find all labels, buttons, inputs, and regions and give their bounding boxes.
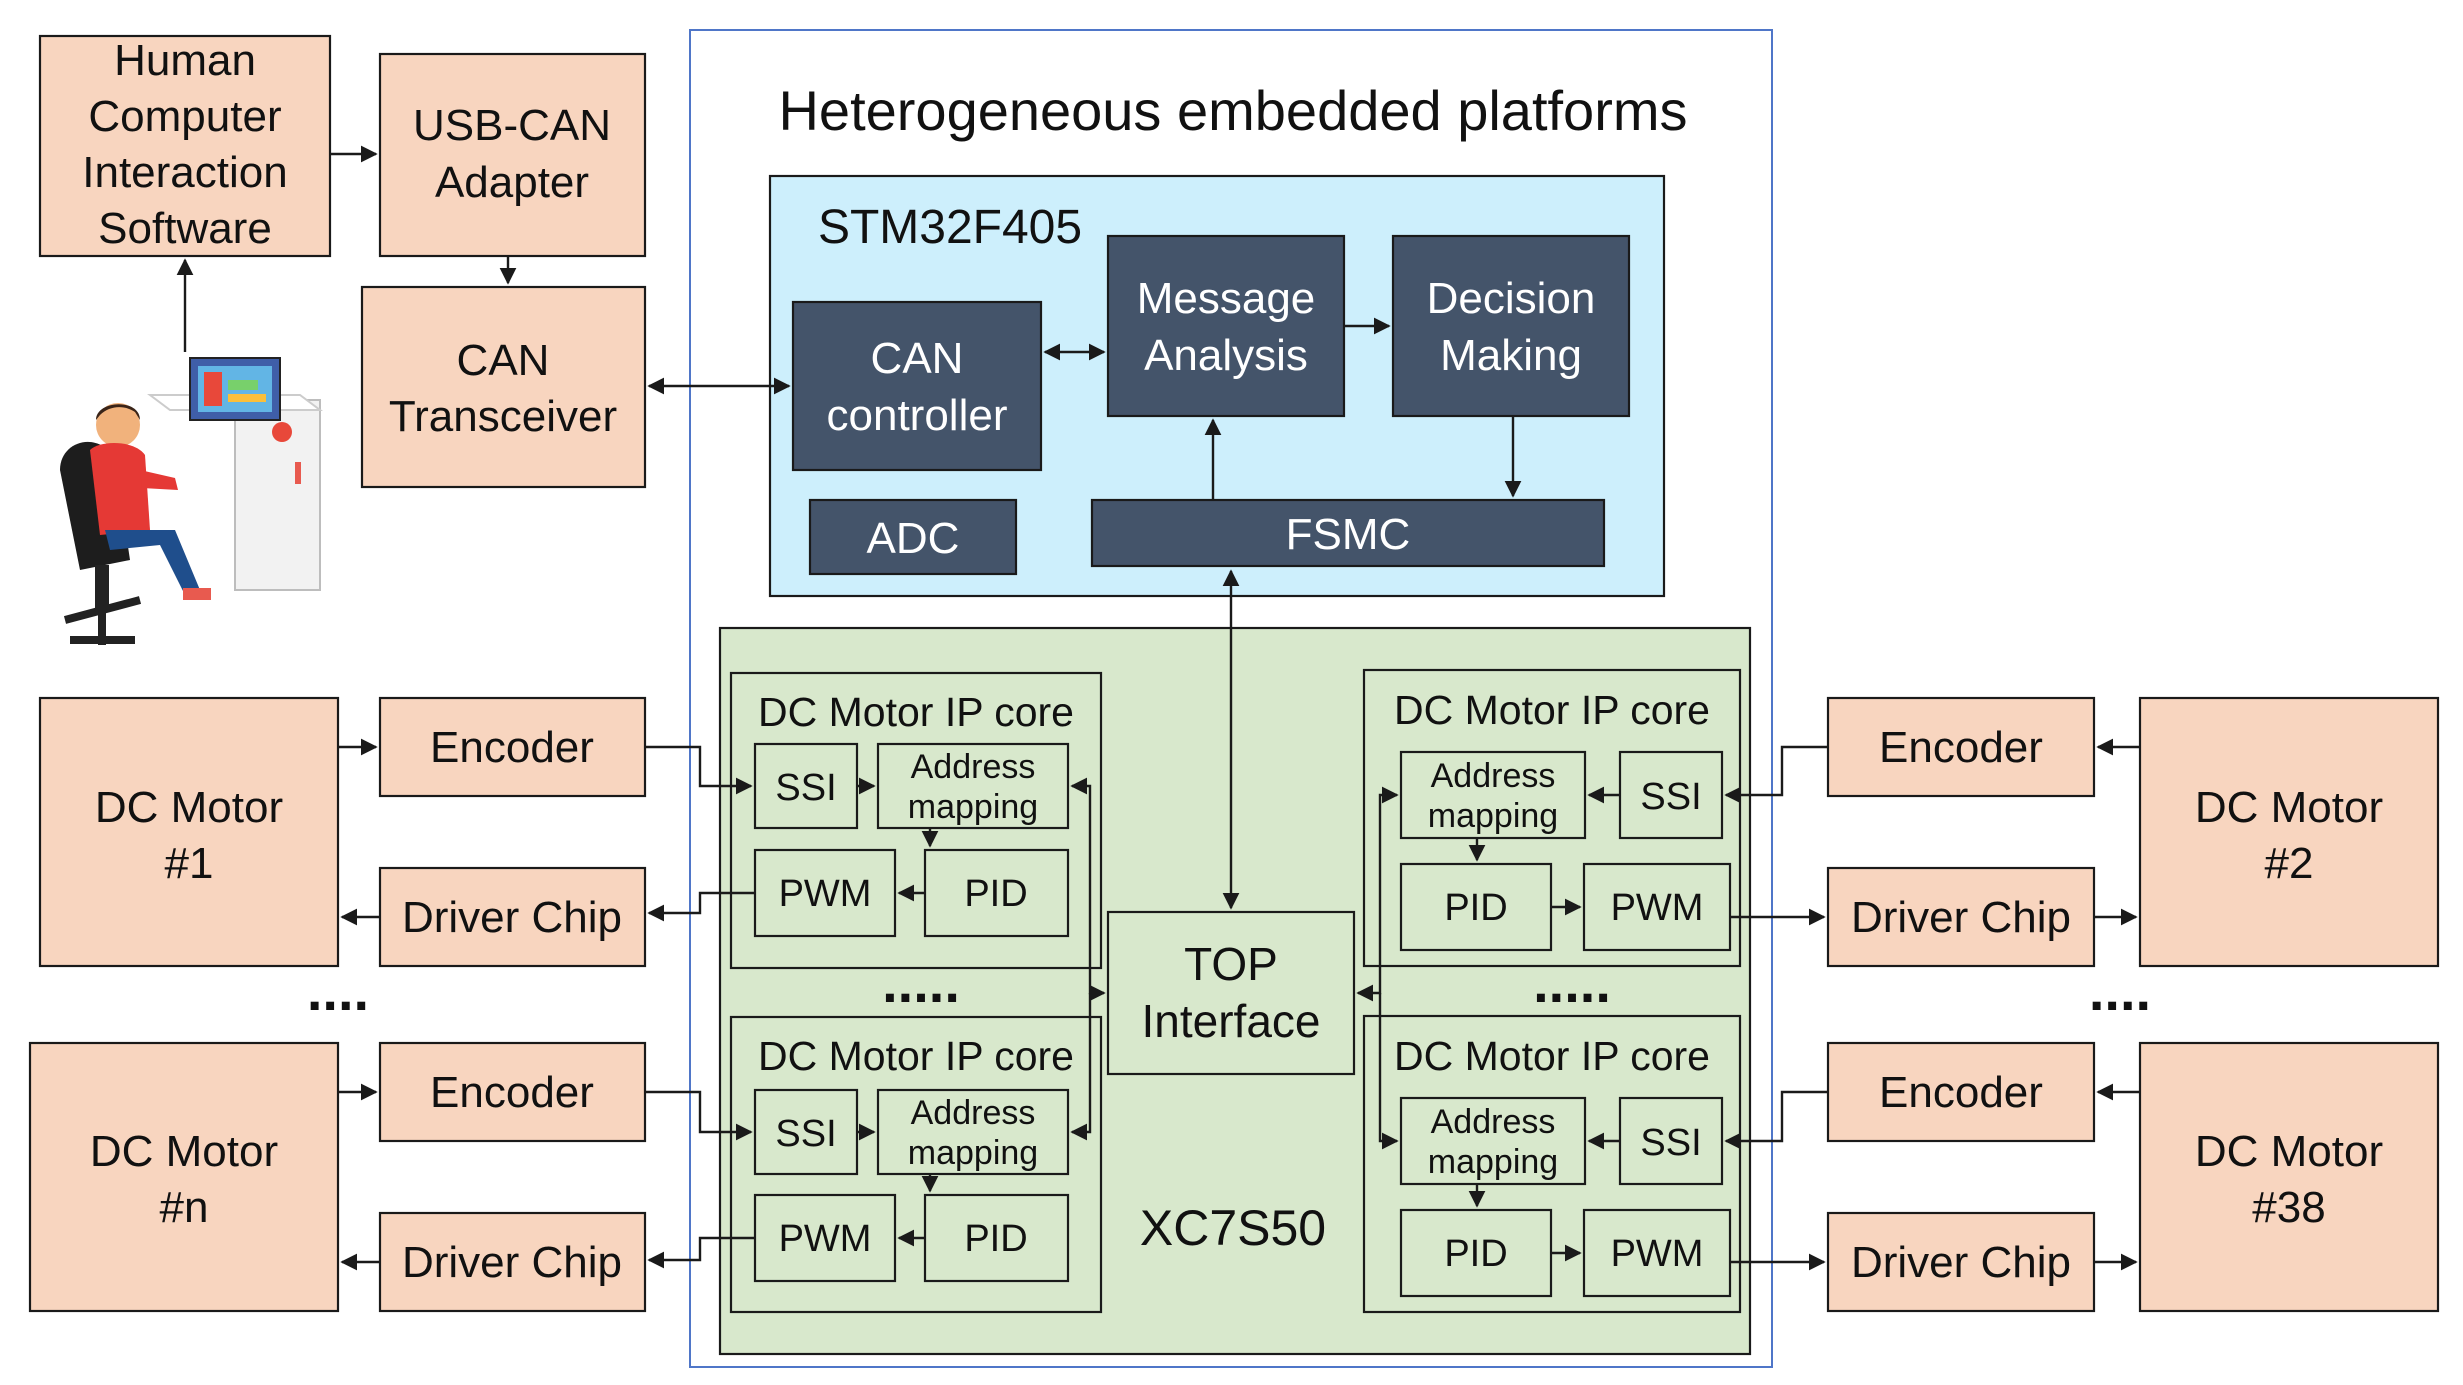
- driver-chip-right-38-box: Driver Chip: [1826, 1211, 2096, 1313]
- driver-chip-left-n-box: Driver Chip: [378, 1211, 647, 1313]
- dc-motor-n-box: DC Motor #n: [28, 1041, 340, 1313]
- svg-text:PID: PID: [1444, 887, 1507, 929]
- ip-core-left-bottom: DC Motor IP core SSI Address mapping PWM…: [729, 1015, 1103, 1314]
- encoder-left-1-box: Encoder: [378, 696, 647, 798]
- svg-text:PWM: PWM: [779, 1218, 872, 1260]
- svg-text:mapping: mapping: [1428, 1143, 1558, 1181]
- svg-text:PWM: PWM: [1611, 887, 1704, 929]
- decision-making-box: Decision Making: [1391, 234, 1631, 418]
- svg-text:CAN: CAN: [457, 336, 550, 385]
- user-at-computer-illustration: [60, 357, 323, 645]
- svg-text:ADC: ADC: [867, 514, 960, 563]
- svg-text:Encoder: Encoder: [1879, 1068, 2043, 1117]
- encoder-left-n-box: Encoder: [378, 1041, 647, 1143]
- svg-text:Making: Making: [1440, 331, 1582, 380]
- right-motor-ellipsis: ....: [2089, 959, 2151, 1022]
- svg-text:SSI: SSI: [775, 1113, 836, 1155]
- left-motor-ellipsis: ....: [307, 959, 369, 1022]
- svg-text:Analysis: Analysis: [1144, 331, 1308, 380]
- svg-text:PID: PID: [964, 873, 1027, 915]
- stm32-label: STM32F405: [818, 201, 1082, 254]
- svg-text:PID: PID: [1444, 1233, 1507, 1275]
- fpga-left-ellipsis: .....: [882, 951, 960, 1014]
- platform-title: Heterogeneous embedded platforms: [778, 79, 1687, 142]
- svg-text:PWM: PWM: [779, 873, 872, 915]
- svg-text:Software: Software: [98, 204, 272, 253]
- svg-text:DC Motor: DC Motor: [2195, 1127, 2383, 1176]
- ip-core-left-top: DC Motor IP core SSI Address mapping PWM…: [729, 671, 1103, 970]
- fpga-right-ellipsis: .....: [1533, 951, 1611, 1014]
- svg-text:Driver Chip: Driver Chip: [402, 1238, 622, 1287]
- dc-motor-1-box: DC Motor #1: [38, 696, 340, 968]
- svg-text:DC Motor IP core: DC Motor IP core: [758, 1033, 1074, 1079]
- message-analysis-box: Message Analysis: [1106, 234, 1346, 418]
- svg-text:Address: Address: [1431, 757, 1556, 795]
- ip-core-right-top: DC Motor IP core Address mapping SSI PID…: [1362, 668, 1742, 968]
- svg-text:Message: Message: [1137, 274, 1316, 323]
- svg-text:mapping: mapping: [908, 1134, 1038, 1172]
- svg-text:Address: Address: [1431, 1103, 1556, 1141]
- svg-text:DC Motor: DC Motor: [90, 1127, 278, 1176]
- svg-text:Driver Chip: Driver Chip: [1851, 1238, 2071, 1287]
- ip-core-right-bottom: DC Motor IP core Address mapping SSI PID…: [1362, 1014, 1742, 1314]
- can-controller-box: CAN controller: [791, 300, 1043, 472]
- svg-text:Address: Address: [911, 748, 1036, 786]
- svg-text:Computer: Computer: [88, 92, 281, 141]
- fpga-label: XC7S50: [1140, 1200, 1326, 1256]
- svg-text:#2: #2: [2265, 839, 2314, 888]
- hci-software-box: Human Computer Interaction Software: [38, 34, 332, 258]
- svg-text:PID: PID: [964, 1218, 1027, 1260]
- svg-text:controller: controller: [827, 391, 1008, 440]
- svg-text:Driver Chip: Driver Chip: [1851, 893, 2071, 942]
- dc-motor-38-box: DC Motor #38: [2138, 1041, 2440, 1313]
- svg-text:Decision: Decision: [1427, 274, 1596, 323]
- top-interface-box: TOP Interface: [1106, 910, 1356, 1076]
- svg-text:Transceiver: Transceiver: [389, 392, 617, 441]
- dc-motor-2-box: DC Motor #2: [2138, 696, 2440, 968]
- svg-text:DC Motor: DC Motor: [2195, 783, 2383, 832]
- svg-text:Encoder: Encoder: [430, 723, 594, 772]
- svg-text:SSI: SSI: [775, 767, 836, 809]
- adc-box: ADC: [808, 498, 1018, 576]
- platform-outline: [689, 29, 1773, 1368]
- svg-text:SSI: SSI: [1640, 1122, 1701, 1164]
- svg-text:Adapter: Adapter: [435, 158, 589, 207]
- svg-text:PWM: PWM: [1611, 1233, 1704, 1275]
- svg-text:mapping: mapping: [1428, 797, 1558, 835]
- encoder-right-2-box: Encoder: [1826, 696, 2096, 798]
- encoder-right-38-box: Encoder: [1826, 1041, 2096, 1143]
- svg-text:Driver Chip: Driver Chip: [402, 893, 622, 942]
- svg-text:#n: #n: [160, 1183, 209, 1232]
- svg-text:DC Motor IP core: DC Motor IP core: [1394, 1033, 1710, 1079]
- svg-text:mapping: mapping: [908, 788, 1038, 826]
- svg-text:Encoder: Encoder: [430, 1068, 594, 1117]
- svg-text:FSMC: FSMC: [1286, 510, 1411, 559]
- svg-text:USB-CAN: USB-CAN: [413, 101, 611, 150]
- svg-text:DC Motor IP core: DC Motor IP core: [758, 689, 1074, 735]
- svg-text:Encoder: Encoder: [1879, 723, 2043, 772]
- svg-text:DC Motor IP core: DC Motor IP core: [1394, 687, 1710, 733]
- svg-text:Human: Human: [114, 36, 256, 85]
- svg-text:CAN: CAN: [871, 334, 964, 383]
- svg-text:Interaction: Interaction: [82, 148, 287, 197]
- driver-chip-left-1-box: Driver Chip: [378, 866, 647, 968]
- usb-can-adapter-box: USB-CAN Adapter: [378, 52, 647, 258]
- fsmc-box: FSMC: [1090, 498, 1606, 568]
- svg-text:TOP: TOP: [1184, 938, 1278, 990]
- svg-text:SSI: SSI: [1640, 776, 1701, 818]
- svg-text:#38: #38: [2252, 1183, 2325, 1232]
- svg-text:#1: #1: [165, 839, 214, 888]
- svg-text:Interface: Interface: [1142, 995, 1321, 1047]
- can-transceiver-box: CAN Transceiver: [360, 285, 647, 489]
- svg-text:DC Motor: DC Motor: [95, 783, 283, 832]
- driver-chip-right-2-box: Driver Chip: [1826, 866, 2096, 968]
- svg-text:Address: Address: [911, 1094, 1036, 1132]
